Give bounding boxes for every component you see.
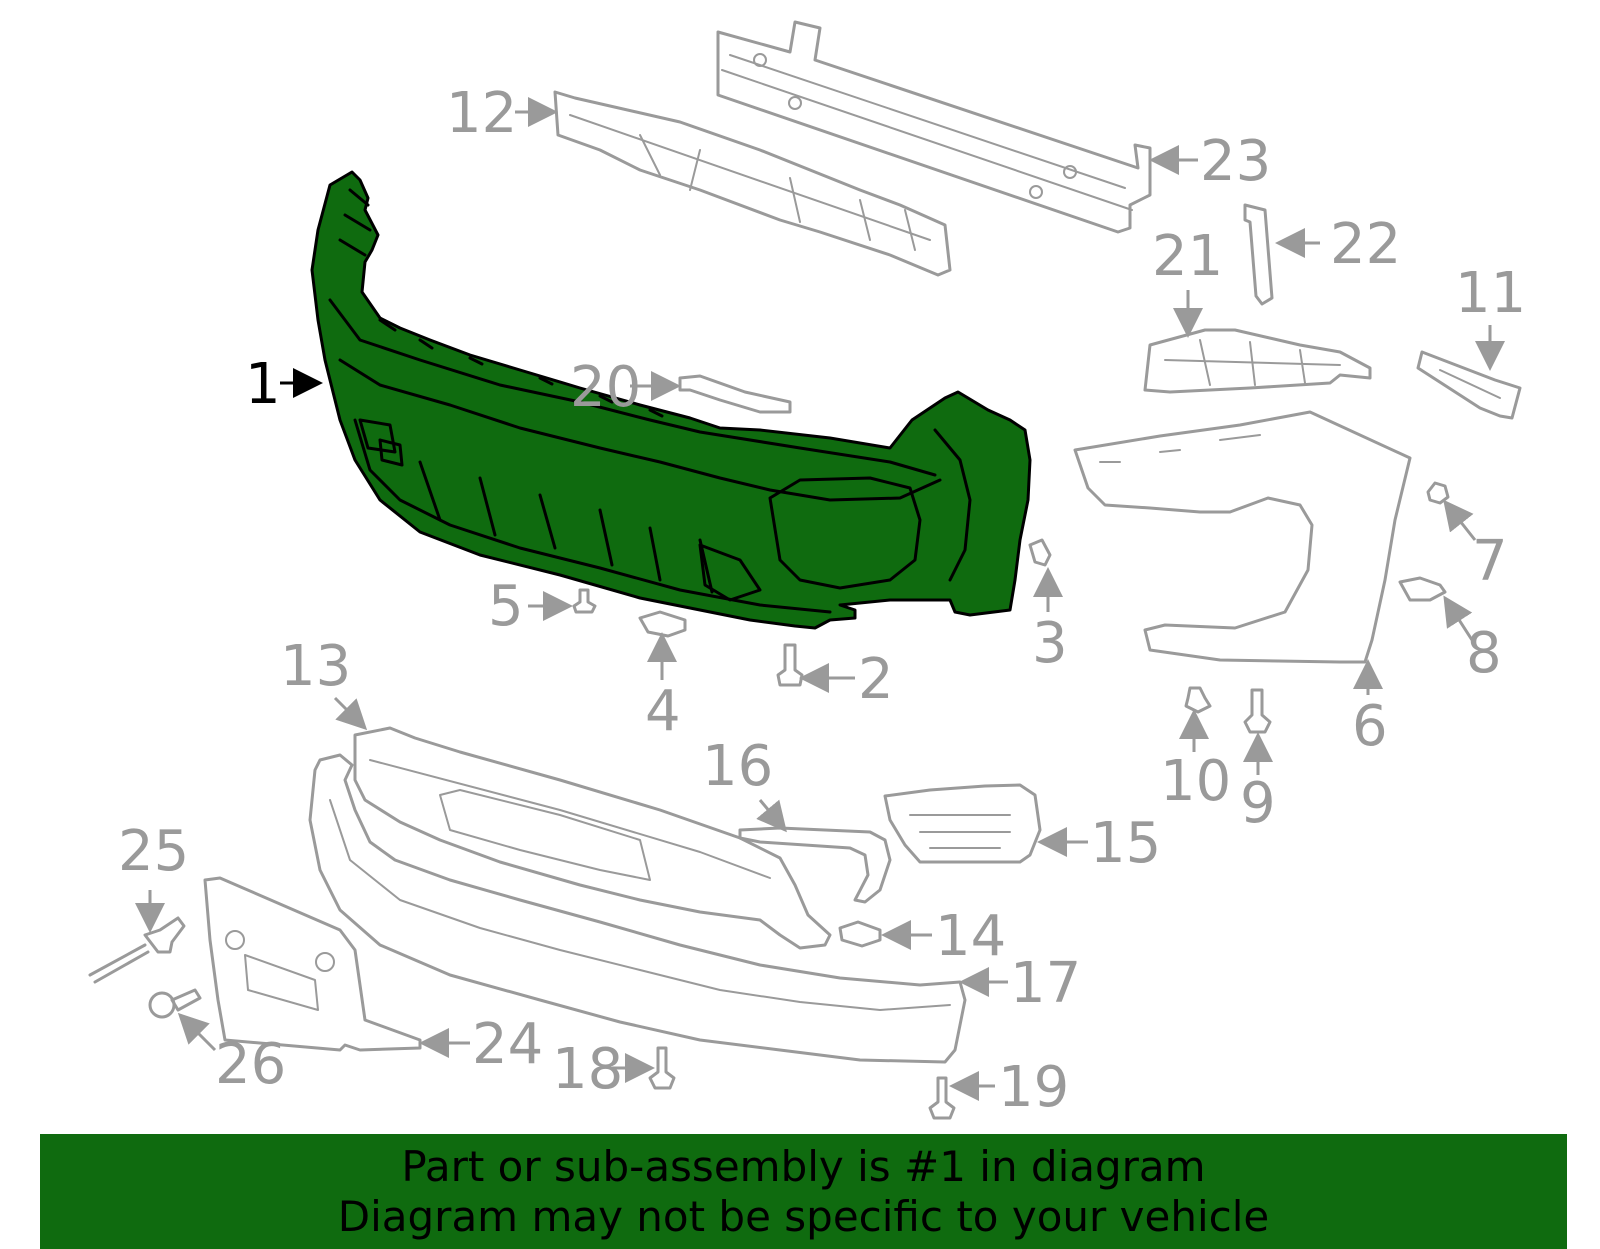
bumper-absorber-part-1[interactable] <box>310 170 1032 630</box>
callout-18[interactable]: 18 <box>552 1037 623 1102</box>
bracket-part-22[interactable] <box>1243 203 1274 306</box>
nut-part-10[interactable] <box>1184 686 1212 714</box>
callout-13[interactable]: 13 <box>280 634 351 699</box>
bolt-part-5[interactable] <box>572 588 597 614</box>
bracket-part-11[interactable] <box>1416 350 1522 420</box>
leader-lines <box>135 97 1505 1101</box>
nut-part-7[interactable] <box>1426 481 1450 505</box>
screw-part-2[interactable] <box>776 643 804 687</box>
callout-23[interactable]: 23 <box>1200 129 1271 194</box>
callout-10[interactable]: 10 <box>1160 749 1231 814</box>
callout-24[interactable]: 24 <box>472 1012 543 1077</box>
fascia-end-part-6[interactable] <box>1073 410 1412 664</box>
screw-part-9[interactable] <box>1243 688 1272 734</box>
callout-22[interactable]: 22 <box>1330 212 1401 277</box>
callout-20[interactable]: 20 <box>570 355 641 420</box>
clip-part-8[interactable] <box>1398 576 1447 602</box>
callout-19[interactable]: 19 <box>998 1055 1069 1120</box>
screw-part-18[interactable] <box>648 1046 676 1090</box>
callout-6[interactable]: 6 <box>1352 694 1388 759</box>
callout-21[interactable]: 21 <box>1152 224 1223 289</box>
screw-part-26[interactable] <box>148 988 202 1019</box>
callout-9[interactable]: 9 <box>1240 771 1276 836</box>
bracket-part-20[interactable] <box>678 374 792 414</box>
impact-bar-part-23[interactable] <box>716 20 1152 234</box>
valance-part-17[interactable] <box>308 753 967 1064</box>
callout-1[interactable]: 1 <box>245 352 281 417</box>
bracket-part-12[interactable] <box>553 90 952 277</box>
callout-26[interactable]: 26 <box>215 1032 286 1097</box>
callout-17[interactable]: 17 <box>1010 951 1081 1016</box>
callout-12[interactable]: 12 <box>446 81 517 146</box>
clip-part-3[interactable] <box>1028 538 1052 567</box>
bracket-part-21[interactable] <box>1143 328 1372 394</box>
callout-8[interactable]: 8 <box>1466 621 1502 686</box>
bumper-cover-part-13[interactable] <box>353 726 832 950</box>
callout-5[interactable]: 5 <box>488 574 524 639</box>
callout-16[interactable]: 16 <box>702 734 773 799</box>
callout-15[interactable]: 15 <box>1090 811 1161 876</box>
banner-line-1: Part or sub-assembly is #1 in diagram <box>401 1141 1206 1191</box>
callout-14[interactable]: 14 <box>935 904 1006 969</box>
callout-11[interactable]: 11 <box>1455 261 1526 326</box>
trim-part-16[interactable] <box>738 826 892 904</box>
license-bracket-part-24[interactable] <box>203 876 422 1052</box>
banner-line-2: Diagram may not be specific to your vehi… <box>337 1191 1270 1241</box>
clip-part-4[interactable] <box>638 610 687 638</box>
push-pin-part-25[interactable] <box>88 916 186 984</box>
screw-part-19[interactable] <box>928 1076 956 1120</box>
callout-2[interactable]: 2 <box>858 647 894 712</box>
notice-banner: Part or sub-assembly is #1 in diagram Di… <box>40 1134 1567 1249</box>
callout-3[interactable]: 3 <box>1032 611 1068 676</box>
clip-part-14[interactable] <box>838 920 882 948</box>
callout-25[interactable]: 25 <box>118 819 189 884</box>
callout-4[interactable]: 4 <box>645 679 681 744</box>
callout-7[interactable]: 7 <box>1472 529 1508 594</box>
fog-bezel-part-15[interactable] <box>883 783 1042 864</box>
callout-labels: 1 2 3 4 5 6 7 8 9 10 11 12 13 14 15 16 1… <box>118 81 1526 1120</box>
